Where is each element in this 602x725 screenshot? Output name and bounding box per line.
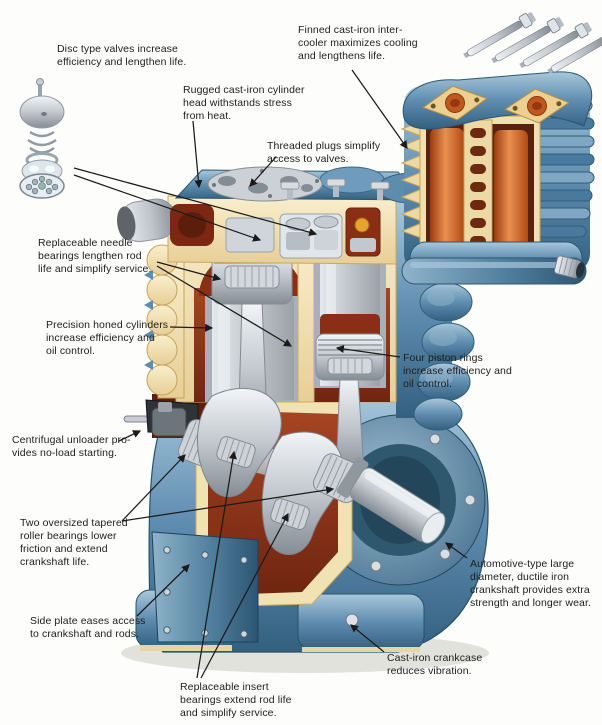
left-cooling-fins <box>144 244 185 399</box>
intercooler <box>400 71 595 285</box>
intercooler-fitting <box>553 255 585 279</box>
disc-valve-stack <box>19 78 65 199</box>
mounting-bolts <box>463 12 602 75</box>
leader-needle-bearings-2 <box>156 265 293 347</box>
intercooler-flange-1 <box>422 85 488 121</box>
leader-crankcase <box>350 624 385 653</box>
valve-seat <box>354 217 370 233</box>
leader-needle-bearings-1 <box>156 261 222 282</box>
output-shaft <box>336 457 446 544</box>
centrifugal-unloader <box>123 399 199 437</box>
valve-spring <box>27 130 57 154</box>
right-foot <box>297 593 425 651</box>
intercooler-flange-2 <box>504 88 570 124</box>
right-cooling-fins <box>396 202 475 431</box>
threaded-plugs <box>280 178 390 200</box>
leader-tapered-bearings-2 <box>121 486 335 522</box>
valve-dome <box>19 95 65 129</box>
leader-disc-valves-2 <box>73 174 262 242</box>
leader-piston-rings <box>335 344 401 358</box>
valve-seat-plate <box>19 173 65 199</box>
leader-insert-bearings-2 <box>200 512 289 679</box>
leader-unloader <box>118 430 142 442</box>
leader-rugged-head <box>192 120 203 189</box>
intercooler-tube-1 <box>430 128 464 248</box>
intercooler-left-fins <box>400 119 426 240</box>
leader-side-plate <box>136 564 190 617</box>
leader-lines <box>73 69 468 679</box>
leader-intercooler <box>351 69 408 149</box>
leader-crankshaft <box>445 542 468 559</box>
intercooler-tube-2 <box>494 130 528 248</box>
leader-threaded-plugs <box>249 156 277 187</box>
piston-rings <box>318 339 382 356</box>
threaded-plug-plate <box>207 166 323 202</box>
leader-insert-bearings-1 <box>196 450 237 679</box>
left-wrist-pin <box>224 265 280 289</box>
leader-honed-cylinders <box>169 323 214 332</box>
leader-disc-valves-1 <box>73 167 318 237</box>
leader-tapered-bearings-1 <box>121 454 186 522</box>
right-wrist-pin <box>327 357 373 375</box>
